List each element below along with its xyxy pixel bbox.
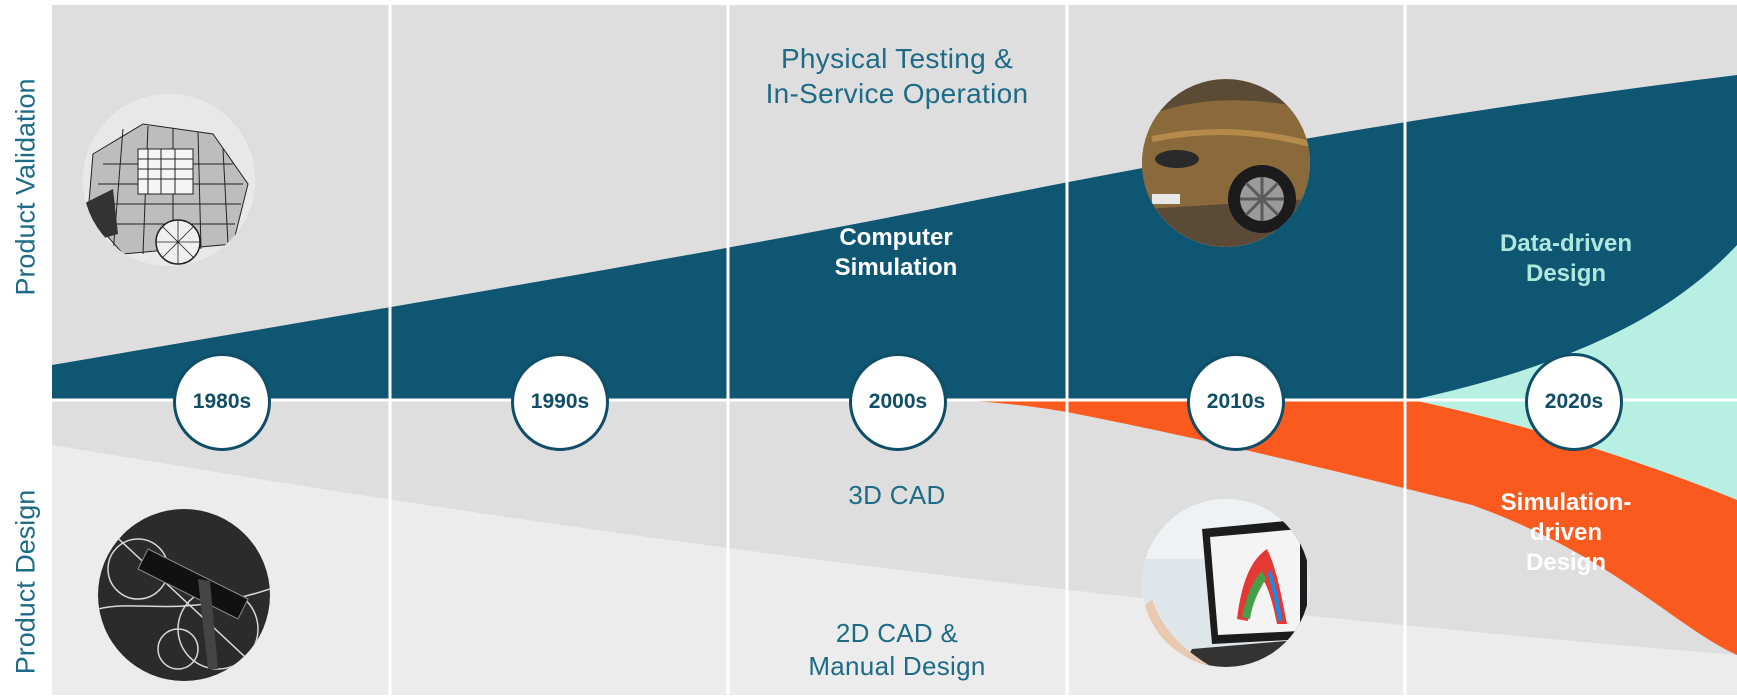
drafting-tools-photo: [98, 509, 270, 681]
simulation-driven-label: Simulation-driven Design: [1500, 489, 1632, 576]
chart-area: Physical Testing & In-Service Operation …: [52, 5, 1737, 695]
physical-testing-label: Physical Testing & In-Service Operation: [765, 43, 1029, 109]
simulated-car-photo: [1142, 79, 1310, 247]
product-validation-label: Product Validation: [10, 78, 41, 296]
data-driven-band-bottom: [1412, 400, 1737, 500]
computer-simulation-band: [52, 75, 1737, 400]
decade-2000s: 2000s: [849, 353, 947, 451]
decade-1980s: 1980s: [173, 353, 271, 451]
cad-2d-label: 2D CAD & Manual Design: [808, 618, 986, 681]
decade-2020s: 2020s: [1525, 353, 1623, 451]
data-driven-label: Data-driven Design: [1499, 230, 1633, 287]
bands-svg: [52, 5, 1737, 695]
cad-3d-label: 3D CAD: [848, 480, 946, 510]
wireframe-car-crash-photo: [83, 94, 255, 266]
product-design-label: Product Design: [10, 489, 41, 675]
decade-1990s: 1990s: [511, 353, 609, 451]
simulation-driven-band: [952, 400, 1737, 655]
decade-2010s: 2010s: [1187, 353, 1285, 451]
cad-2d-band: [52, 445, 1737, 695]
computer-simulation-label: Computer Simulation: [834, 224, 958, 281]
laptop-simulation-photo: [1142, 499, 1310, 667]
data-driven-band-top: [1412, 245, 1737, 400]
